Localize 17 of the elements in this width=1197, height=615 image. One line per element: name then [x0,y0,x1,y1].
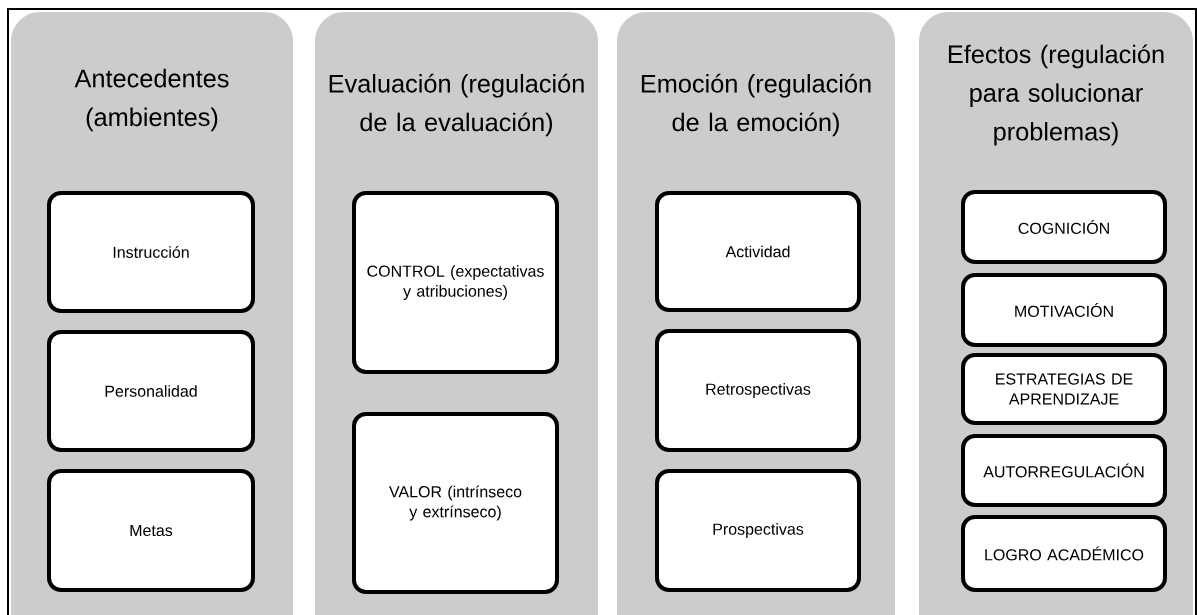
item-box: Personalidad [47,330,255,452]
item-box: LOGRO ACADÉMICO [961,515,1167,592]
item-box: CONTROL (expectativas y atribuciones) [352,191,559,374]
column-heading: Antecedentes (ambientes) [74,68,229,132]
column-heading: Evaluación (regulación de la evaluación) [329,73,584,137]
item-box: Retrospectivas [655,329,861,452]
item-box: MOTIVACIÓN [961,273,1167,347]
item-box: Instrucción [47,191,255,313]
item-box: AUTORREGULACIÓN [961,434,1167,507]
item-box: ESTRATEGIAS DE APRENDIZAJE [961,353,1167,425]
item-box: COGNICIÓN [961,190,1167,264]
item-box: Metas [47,469,255,592]
item-box: Prospectivas [655,469,861,592]
column-heading: Emoción (regulación de la emoción) [641,73,871,137]
item-box: VALOR (intrínseco y extrínseco) [352,412,559,594]
column-heading: Efectos (regulación para solucionar problemas) [948,44,1164,146]
item-box: Actividad [655,191,861,312]
